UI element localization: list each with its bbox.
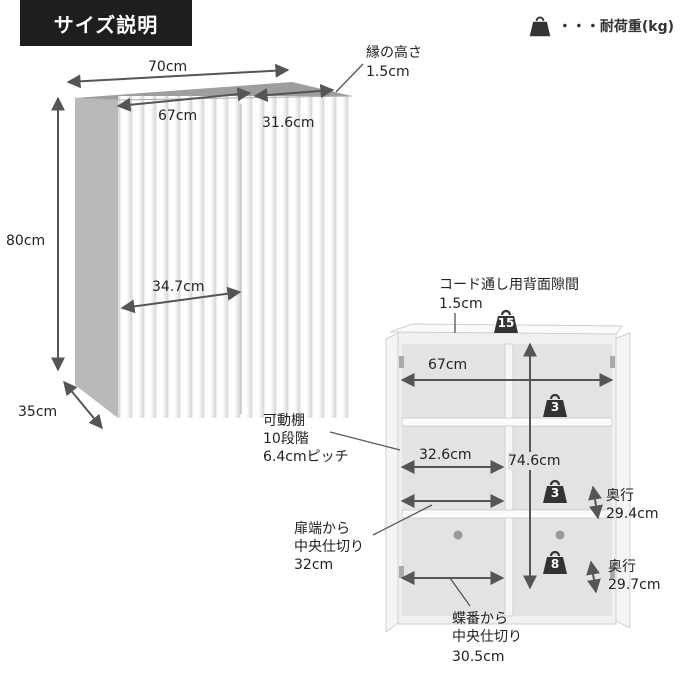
dim-shelf-steps: 10段階 <box>263 431 309 447</box>
dim-depth: 35cm <box>18 404 58 420</box>
dim-hinge-value: 30.5cm <box>452 649 505 665</box>
weight-icon-shelf-middle: 3 <box>541 477 569 505</box>
weight-icon-bottom: 8 <box>541 548 569 576</box>
closed-cabinet <box>75 82 353 418</box>
legend-label: ・・・耐荷重(kg) <box>557 19 674 35</box>
dim-width: 70cm <box>148 59 188 75</box>
dim-open-inner-width: 67cm <box>428 357 468 373</box>
dim-cable-gap-value: 1.5cm <box>439 296 483 312</box>
weight-icon-top: 15 <box>492 307 520 335</box>
dim-shelf-title: 可動棚 <box>263 413 305 429</box>
dim-door-width: 34.7cm <box>152 279 205 295</box>
section-title-badge: サイズ説明 <box>20 0 192 46</box>
dim-edge-height-title: 縁の高さ <box>366 45 422 61</box>
dim-hinge-title-2: 中央仕切り <box>452 629 522 645</box>
dim-depth-upper-title: 奥行 <box>606 488 634 504</box>
dim-hinge-title-1: 蝶番から <box>452 611 508 627</box>
dim-depth-upper-value: 29.4cm <box>606 506 659 522</box>
dim-depth-lower-title: 奥行 <box>608 559 636 575</box>
dim-top-depth: 31.6cm <box>262 115 315 131</box>
dimension-arrow-icon <box>51 63 614 594</box>
load-capacity-legend: ・・・耐荷重(kg) <box>528 14 674 38</box>
dim-height: 80cm <box>6 233 46 249</box>
open-cabinet <box>385 323 631 633</box>
dim-cable-gap-title: コード通し用背面隙間 <box>439 277 579 293</box>
dim-inner-width: 67cm <box>158 108 198 124</box>
dim-edge-height-value: 1.5cm <box>366 64 410 80</box>
dim-door-edge-title-2: 中央仕切り <box>294 539 364 555</box>
weight-icon-shelf-upper: 3 <box>541 391 569 419</box>
dim-door-edge-value: 32cm <box>294 557 334 573</box>
dim-inner-height: 74.6cm <box>508 452 561 470</box>
weight-icon <box>529 16 551 37</box>
dim-shelf-pitch: 6.4cmピッチ <box>263 449 349 465</box>
dim-shelf-width: 32.6cm <box>419 447 472 463</box>
dim-door-edge-title-1: 扉端から <box>294 521 350 537</box>
dim-depth-lower-value: 29.7cm <box>608 577 661 593</box>
